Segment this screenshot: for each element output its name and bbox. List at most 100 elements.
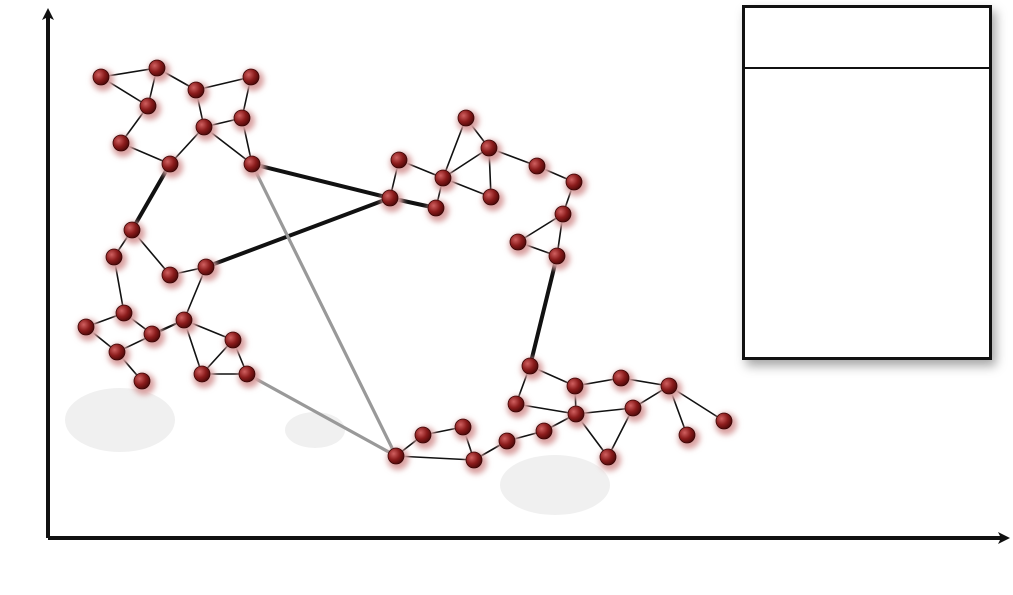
graph-node bbox=[161, 155, 183, 178]
graph-node bbox=[566, 377, 588, 400]
graph-node bbox=[195, 118, 217, 141]
node-circle bbox=[193, 365, 211, 383]
node-circle bbox=[554, 205, 572, 223]
node-circle bbox=[187, 81, 205, 99]
graph-node bbox=[454, 418, 476, 441]
graph-node bbox=[660, 377, 682, 400]
bridge-edge-dark bbox=[250, 162, 392, 200]
bridge-edge-gray bbox=[250, 162, 398, 458]
node-circle bbox=[139, 97, 157, 115]
bridge-edge-dark bbox=[130, 162, 172, 232]
graph-node bbox=[381, 189, 403, 212]
graph-node bbox=[112, 134, 134, 157]
graph-node bbox=[434, 169, 456, 192]
graph-node bbox=[139, 97, 161, 120]
bridge-edge-gray bbox=[245, 372, 398, 458]
node-circle bbox=[612, 369, 630, 387]
node-circle bbox=[112, 134, 130, 152]
graph-node bbox=[480, 139, 502, 162]
graph-node bbox=[507, 395, 529, 418]
graph-node bbox=[193, 365, 215, 388]
node-circle bbox=[381, 189, 399, 207]
graph-node bbox=[390, 151, 412, 174]
graph-node bbox=[535, 422, 557, 445]
node-circle bbox=[148, 59, 166, 77]
graph-node bbox=[242, 68, 264, 91]
node-circle bbox=[567, 405, 585, 423]
graph-node bbox=[387, 447, 409, 470]
graph-node bbox=[133, 372, 155, 395]
node-circle bbox=[143, 325, 161, 343]
node-circle bbox=[224, 331, 242, 349]
node-circle bbox=[115, 304, 133, 322]
graph-node bbox=[187, 81, 209, 104]
graph-node bbox=[457, 109, 479, 132]
node-circle bbox=[108, 343, 126, 361]
graph-node bbox=[624, 399, 646, 422]
node-circle bbox=[528, 157, 546, 175]
node-circle bbox=[457, 109, 475, 127]
graph-node bbox=[612, 369, 634, 392]
node-circle bbox=[133, 372, 151, 390]
node-circle bbox=[678, 426, 696, 444]
graph-node bbox=[482, 188, 504, 211]
node-circle bbox=[123, 221, 141, 239]
graph-node bbox=[678, 426, 700, 449]
legend-body bbox=[745, 69, 989, 357]
node-circle bbox=[427, 199, 445, 217]
graph-node bbox=[554, 205, 576, 228]
node-circle bbox=[92, 68, 110, 86]
graph-node bbox=[509, 233, 531, 256]
node-circle bbox=[548, 247, 566, 265]
graph-node bbox=[105, 248, 127, 271]
legend-header bbox=[745, 8, 989, 69]
node-circle bbox=[465, 451, 483, 469]
graph-node bbox=[233, 109, 255, 132]
graph-node bbox=[599, 448, 621, 471]
node-circle bbox=[161, 266, 179, 284]
graph-node bbox=[567, 405, 589, 428]
node-circle bbox=[715, 412, 733, 430]
node-circle bbox=[242, 68, 260, 86]
graph-node bbox=[521, 357, 543, 380]
node-circle bbox=[434, 169, 452, 187]
node-circle bbox=[480, 139, 498, 157]
bridge-edge-dark bbox=[528, 254, 559, 368]
graph-node bbox=[465, 451, 487, 474]
graph-node bbox=[197, 258, 219, 281]
graph-node bbox=[243, 155, 265, 178]
node-circle bbox=[387, 447, 405, 465]
graph-node bbox=[115, 304, 137, 327]
graph-node bbox=[92, 68, 114, 91]
node-circle bbox=[233, 109, 251, 127]
node-circle bbox=[414, 426, 432, 444]
axes bbox=[42, 8, 1010, 544]
graph-edge bbox=[395, 455, 475, 461]
node-circle bbox=[161, 155, 179, 173]
node-circle bbox=[390, 151, 408, 169]
node-circle bbox=[195, 118, 213, 136]
graph-node bbox=[143, 325, 165, 348]
graph-node bbox=[414, 426, 436, 449]
node-circle bbox=[238, 365, 256, 383]
node-circle bbox=[521, 357, 539, 375]
graph-node bbox=[123, 221, 145, 244]
node-circle bbox=[105, 248, 123, 266]
node-circle bbox=[197, 258, 215, 276]
node-circle bbox=[566, 377, 584, 395]
graph-node bbox=[224, 331, 246, 354]
node-circle bbox=[509, 233, 527, 251]
graph-node bbox=[161, 266, 183, 289]
legend-box bbox=[742, 5, 992, 360]
node-circle bbox=[624, 399, 642, 417]
node-circle bbox=[599, 448, 617, 466]
graph-node bbox=[565, 173, 587, 196]
graph-node bbox=[498, 432, 520, 455]
node-circle bbox=[482, 188, 500, 206]
node-circle bbox=[498, 432, 516, 450]
node-circle bbox=[565, 173, 583, 191]
graph-node bbox=[238, 365, 260, 388]
graph-node bbox=[427, 199, 449, 222]
node-circle bbox=[243, 155, 261, 173]
